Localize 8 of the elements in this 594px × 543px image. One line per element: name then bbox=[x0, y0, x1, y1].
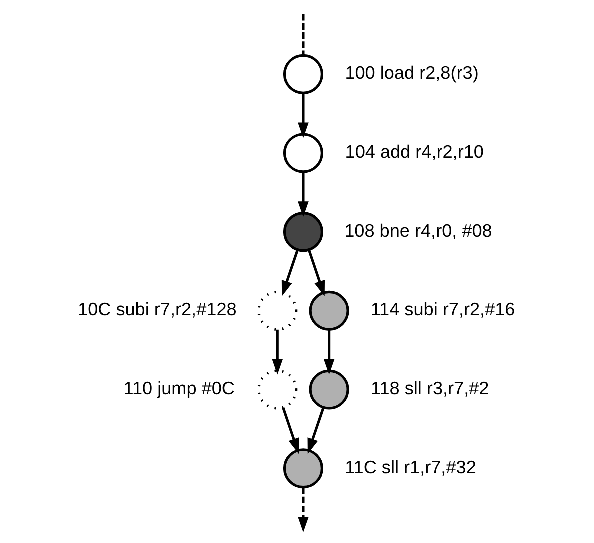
node-label: 118 sll r3,r7,#2 bbox=[371, 378, 490, 399]
node-label: 114 subi r7,r2,#16 bbox=[370, 300, 516, 320]
node-label: 110 jump #0C bbox=[124, 378, 235, 399]
node-label: 10C subi r7,r2,#128 bbox=[78, 300, 237, 320]
node-label: 11C sll r1,r7,#32 bbox=[345, 457, 476, 478]
node-label: 104 add r4,r2,r10 bbox=[345, 142, 484, 162]
node-label: 108 bne r4,r0, #08 bbox=[344, 220, 492, 241]
node-label: 100 load r2,8(r3) bbox=[345, 63, 479, 84]
